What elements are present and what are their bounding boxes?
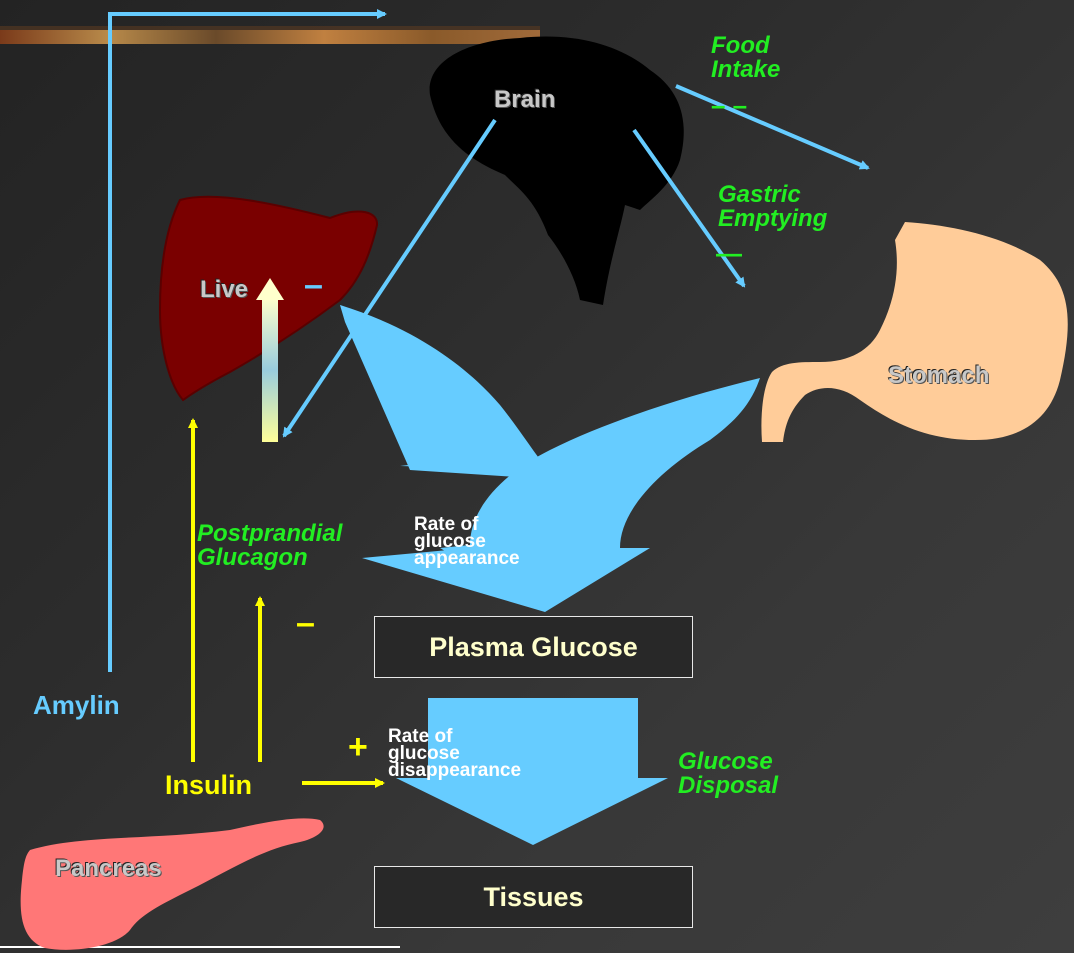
pancreas-shape — [21, 818, 324, 950]
food-intake-label: Food Intake — [711, 34, 780, 82]
glucagon-flow-bar — [262, 298, 278, 442]
postprandial-glucagon-label: Postprandial Glucagon — [197, 522, 342, 570]
header-texture-bar — [0, 30, 540, 44]
glucagon-minus-sign: – — [296, 604, 315, 643]
stomach-label: Stomach — [888, 362, 989, 390]
stomach-shape — [761, 222, 1067, 442]
plasma-glucose-box: Plasma Glucose — [374, 616, 693, 678]
amylin-label: Amylin — [33, 690, 120, 721]
glucose-disposal-label: Glucose Disposal — [678, 750, 778, 798]
header-texture-edge — [0, 26, 540, 30]
liver-label: Live — [200, 276, 248, 304]
brain-to-food-intake-arrow — [676, 86, 868, 168]
gastric-emptying-minus: — — [716, 238, 742, 269]
tissues-box: Tissues — [374, 866, 693, 928]
brain-shape — [430, 37, 684, 305]
rate-disappearance-label: Rate of glucose disappearance — [388, 728, 521, 779]
insulin-plus-sign: + — [348, 728, 368, 767]
gastric-emptying-label: Gastric Emptying — [718, 183, 827, 231]
liver-minus-sign: – — [304, 266, 323, 305]
pancreas-label: Pancreas — [55, 855, 162, 883]
brain-label: Brain — [494, 86, 555, 114]
insulin-label: Insulin — [165, 770, 252, 801]
food-intake-minus: – – — [711, 90, 747, 121]
rate-appearance-label: Rate of glucose appearance — [414, 516, 520, 567]
